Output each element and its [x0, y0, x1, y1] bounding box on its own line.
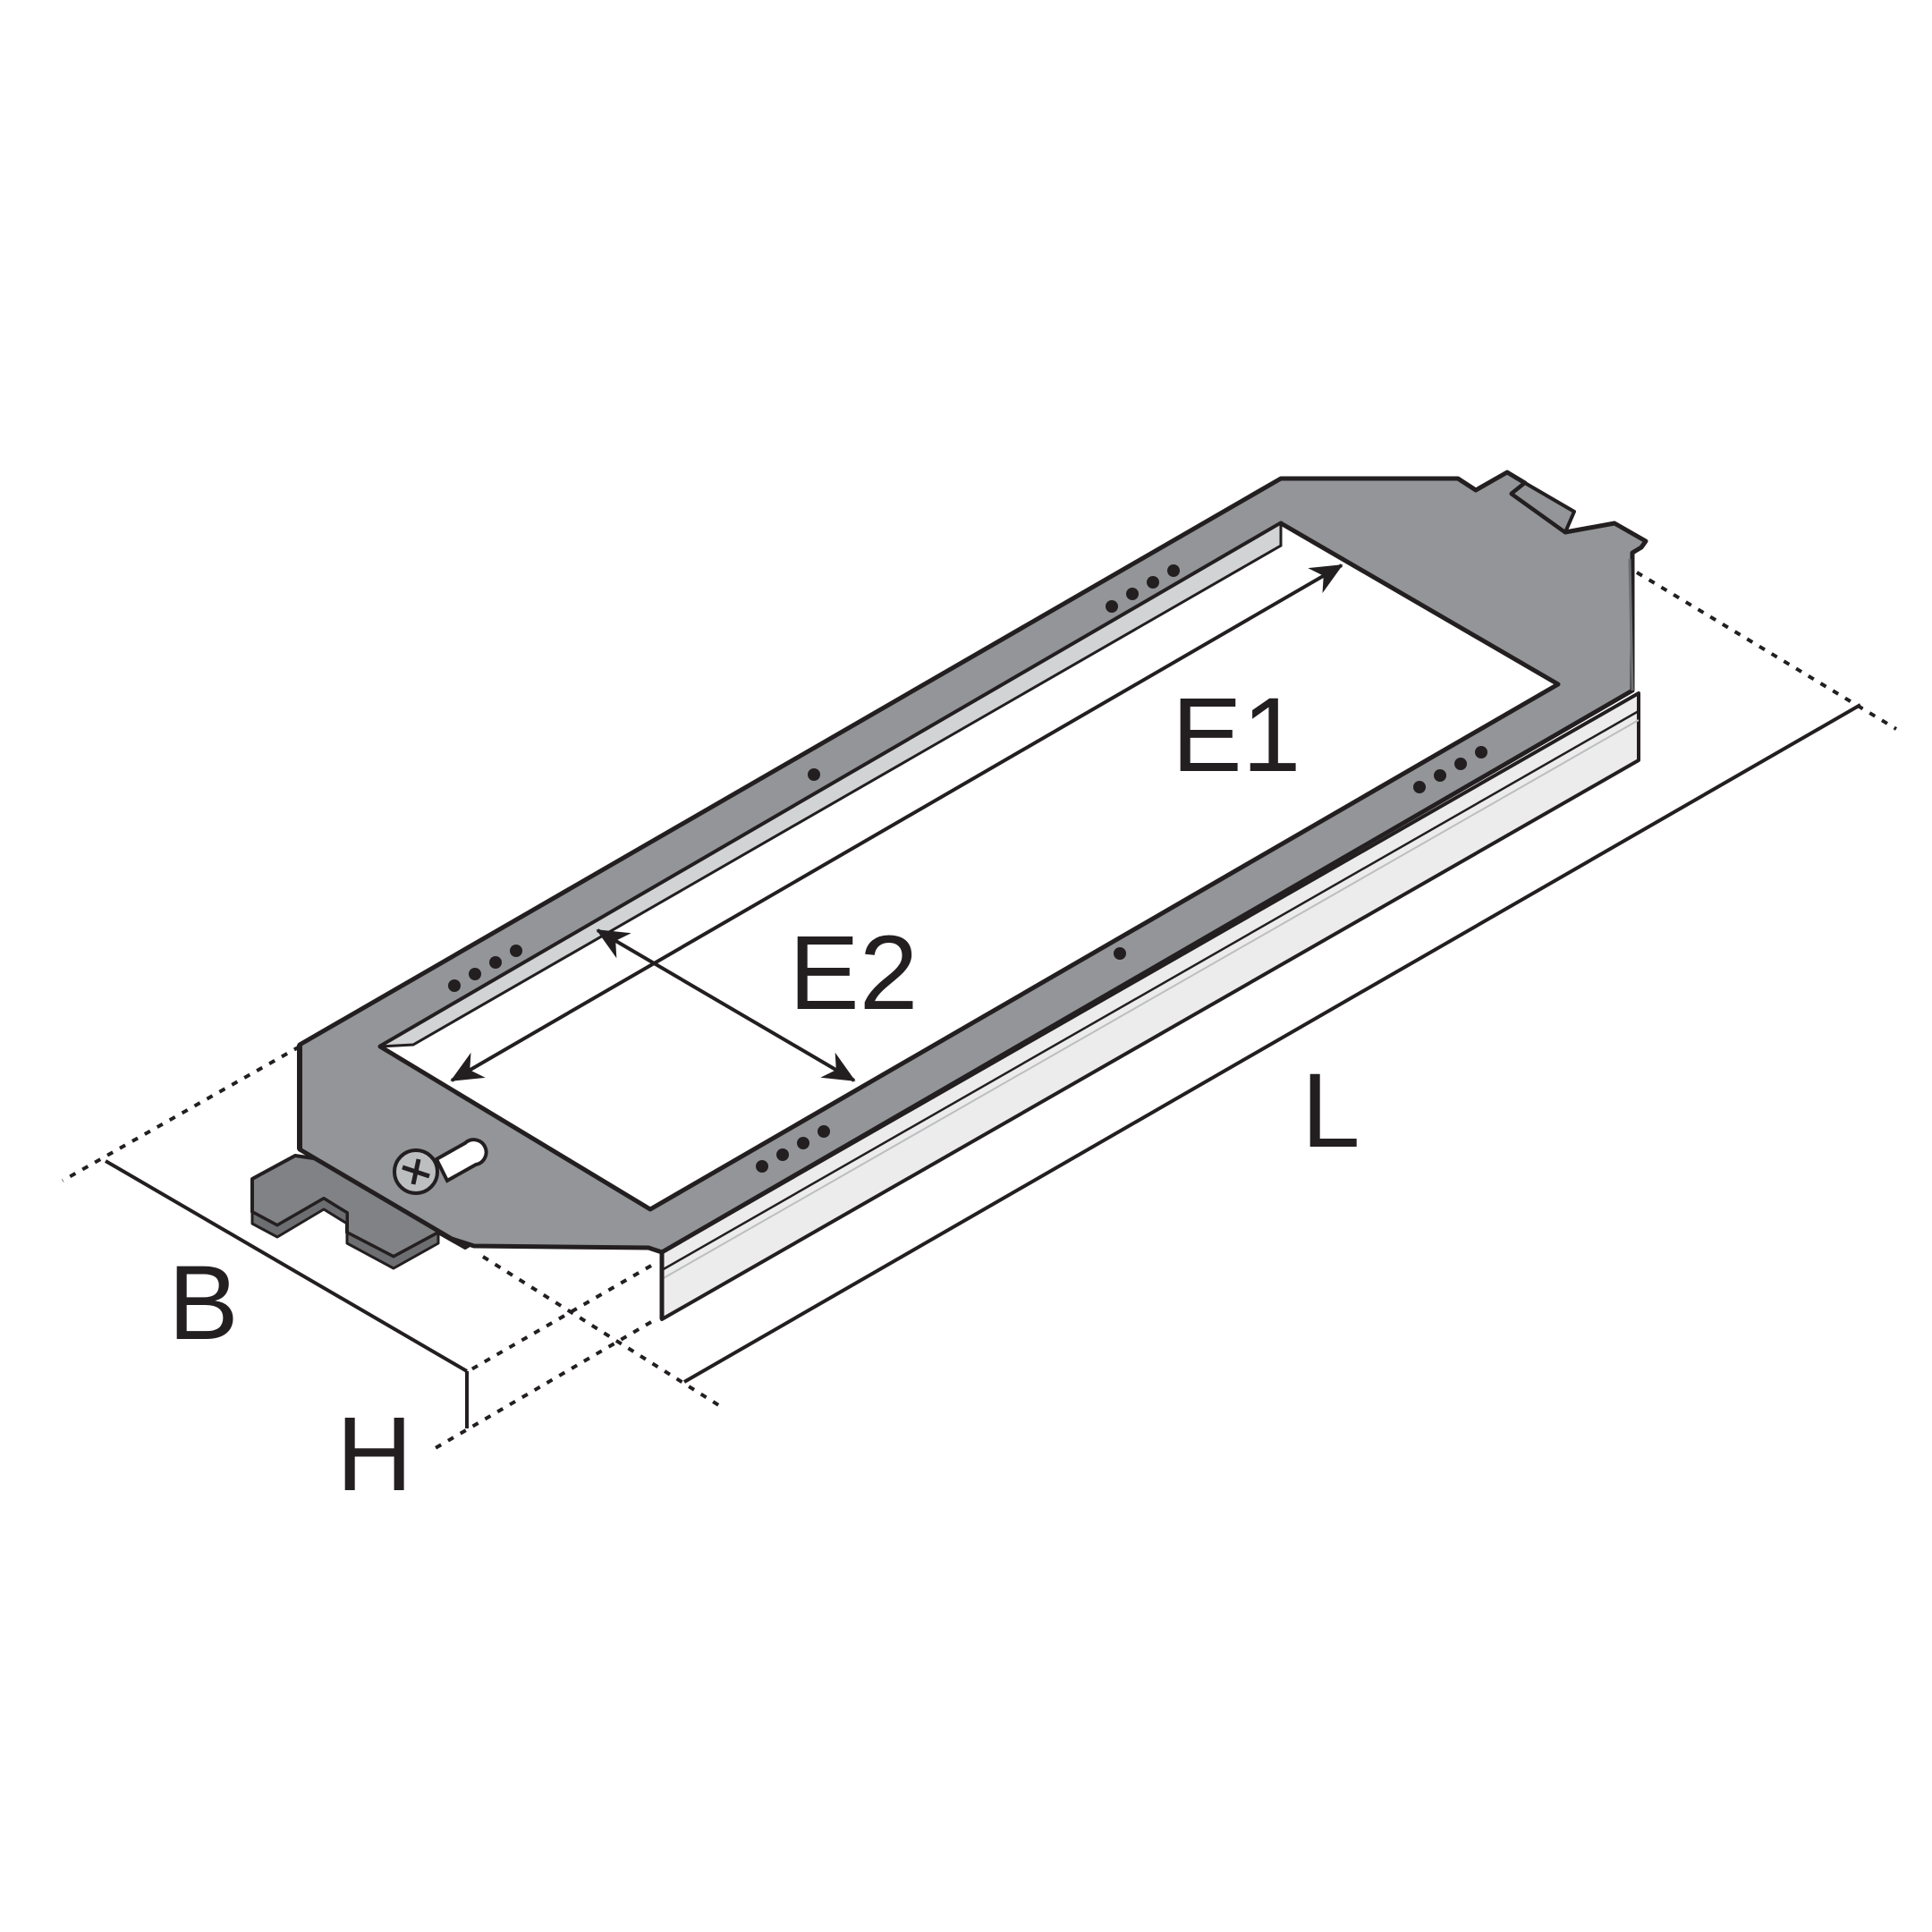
extension-lines	[62, 571, 1898, 1451]
label-h: H	[336, 1395, 412, 1513]
label-e2: E2	[789, 914, 918, 1032]
e2-arrow	[596, 928, 856, 1082]
keyhole-slot-icon	[434, 1138, 488, 1183]
label-e1: E1	[1172, 676, 1301, 794]
label-l: L	[1301, 1052, 1360, 1170]
l-dimension-line	[683, 703, 1861, 1384]
screw-icon	[393, 1148, 439, 1195]
label-b: B	[168, 1244, 239, 1362]
b-dimension-line	[104, 1159, 469, 1373]
